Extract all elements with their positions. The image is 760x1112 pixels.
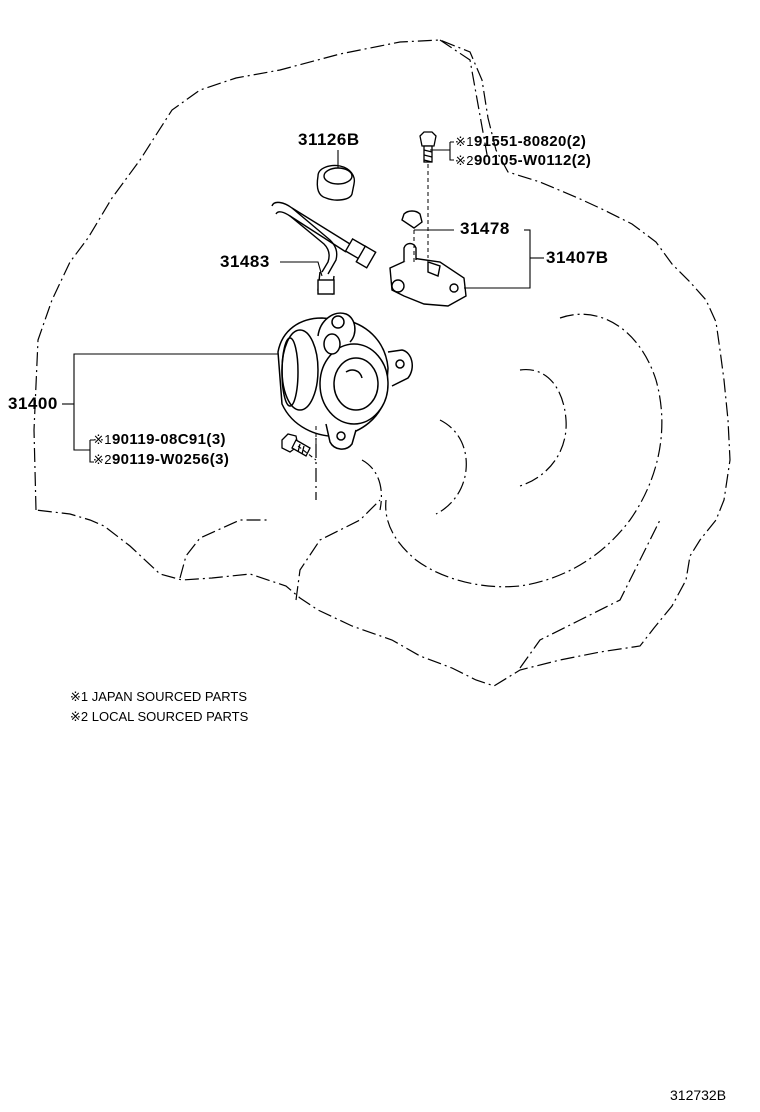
marker-1: ※1 bbox=[455, 134, 474, 149]
label-31400: 31400 bbox=[8, 394, 58, 413]
clutch-pipe-drawing bbox=[271, 201, 377, 295]
bolt-top-row-1: ※191551-80820(2) bbox=[455, 134, 586, 149]
part-number: 91551-80820(2) bbox=[473, 133, 587, 150]
bolt-left-row-2: ※290119-W0256(3) bbox=[93, 452, 229, 467]
bolt-left-row-1: ※190119-08C91(3) bbox=[93, 432, 226, 447]
leader-lines bbox=[62, 141, 544, 463]
rubber-cap-drawing bbox=[316, 164, 356, 201]
marker-2: ※2 bbox=[93, 452, 112, 467]
label-31126B: 31126B bbox=[298, 130, 360, 149]
release-cylinder-drawing bbox=[277, 312, 414, 450]
label-31478: 31478 bbox=[460, 219, 510, 238]
label-31407B: 31407B bbox=[546, 248, 609, 267]
part-number: 90105-W0112(2) bbox=[473, 152, 592, 169]
note-local-sourced: ※2 LOCAL SOURCED PARTS bbox=[70, 709, 249, 724]
note-japan-sourced: ※1 JAPAN SOURCED PARTS bbox=[70, 689, 248, 704]
part-number: 90119-08C91(3) bbox=[111, 431, 226, 448]
marker-1: ※1 bbox=[93, 432, 112, 447]
diagram-reference-code: 312732B bbox=[670, 1087, 727, 1103]
label-31483: 31483 bbox=[220, 252, 270, 271]
bolt-top-drawing bbox=[419, 131, 437, 163]
dashed-guides bbox=[315, 164, 429, 460]
union-bleeder-drawing bbox=[389, 210, 467, 307]
part-number: 90119-W0256(3) bbox=[111, 451, 230, 468]
bolt-top-row-2: ※290105-W0112(2) bbox=[455, 153, 591, 168]
transmission-housing-outline bbox=[33, 39, 731, 687]
marker-2: ※2 bbox=[455, 153, 474, 168]
